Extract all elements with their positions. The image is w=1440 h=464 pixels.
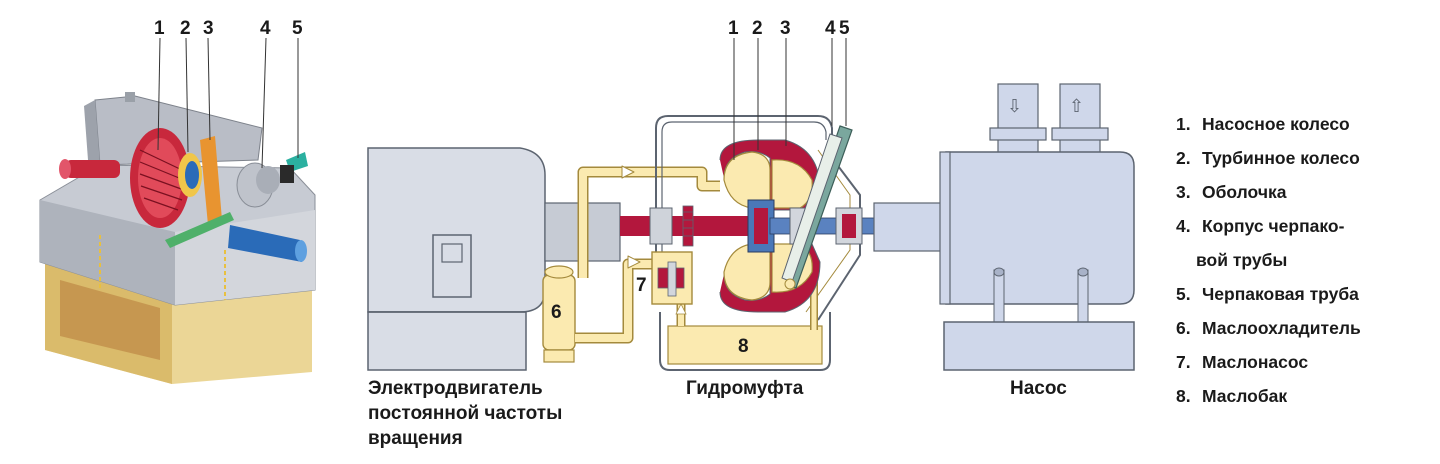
coupling-housing: 8 [655,115,861,371]
legend-item: 1.Насосное колесо [1176,114,1350,134]
legend-item: 8.Маслобак [1176,386,1288,406]
legend-item: 5.Черпаковая труба [1176,284,1359,304]
cutaway-illustration: 1 2 3 4 5 [39,18,316,384]
oil-pump: 7 [636,251,693,305]
oil-pipes [575,165,720,344]
schematic-leaders [733,38,847,160]
schematic-callout-4: 4 [825,18,836,39]
oil-cooler: 6 [542,265,576,363]
caption-coupling: Гидромуфта [686,378,804,399]
caption-pump: Насос [1010,378,1067,399]
input-shaft [620,205,765,247]
cutaway-callout-2: 2 [180,18,191,39]
caption-motor-line-2: постоянной частоты [368,403,563,424]
schematic-callout-5: 5 [839,18,850,39]
label-6-oil-cooler: 6 [551,302,562,323]
cutaway-callout-3: 3 [203,18,214,39]
driven-pump: ⇩ ⇧ [873,83,1135,371]
legend-item: 2.Турбинное колесо [1176,148,1360,168]
caption-motor: Электродвигатель постоянной частоты вращ… [368,376,562,451]
caption-motor-line-3: вращения [368,428,463,449]
cutaway-callout-4: 4 [260,18,271,39]
cutaway-callout-1: 1 [154,18,165,39]
motor [367,147,621,371]
legend-item: 6.Маслоохладитель [1176,318,1361,338]
output-shaft [769,207,879,245]
cutaway-callout-5: 5 [292,18,303,39]
legend-item: 3.Оболочка [1176,182,1287,202]
legend-item: вой трубы [1196,250,1288,270]
label-8-oil-tank: 8 [738,336,749,357]
upflow-arrow-icon: ⇧ [1069,96,1084,117]
downflow-arrow-icon: ⇩ [1007,96,1022,117]
legend: 1.Насосное колесо 2.Турбинное колесо 3.О… [1176,109,1438,415]
scoop-tube [781,125,853,290]
caption-motor-line-1: Электродвигатель [368,378,543,399]
legend-item: 7.Маслонасос [1176,352,1309,372]
schematic-callout-3: 3 [780,18,791,39]
label-7-oil-pump: 7 [636,275,647,296]
schematic-callout-1: 1 [728,18,739,39]
legend-item: 4.Корпус черпако- [1176,216,1345,236]
schematic-callout-2: 2 [752,18,763,39]
